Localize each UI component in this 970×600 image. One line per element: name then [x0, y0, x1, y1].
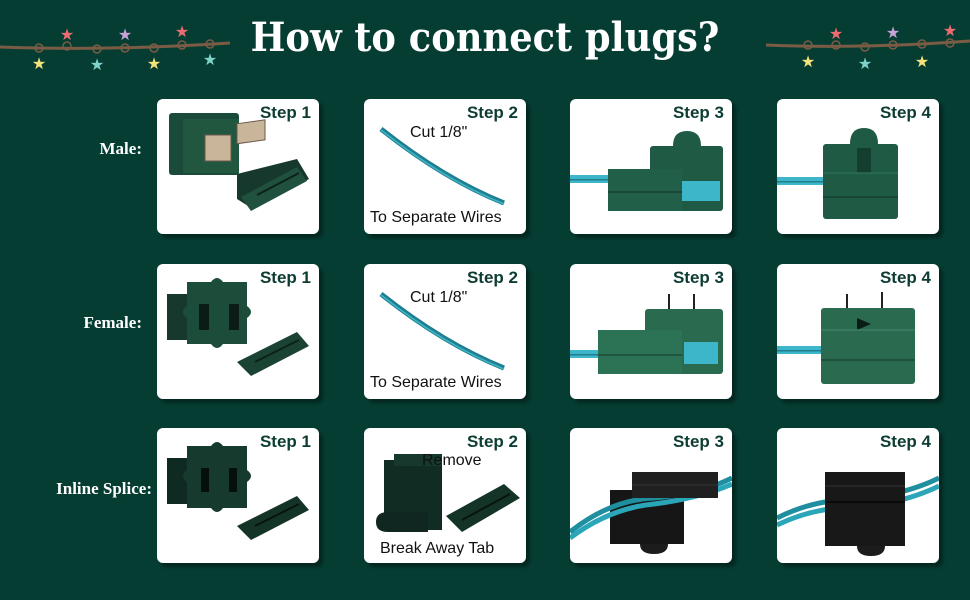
svg-text:★: ★ — [175, 24, 189, 41]
step-label: Step 4 — [879, 103, 931, 122]
male-step-2-card: Step 2 Cut 1/8" To Separate Wires — [364, 99, 526, 234]
svg-text:★: ★ — [943, 23, 957, 40]
string-lights-right-decoration: ★ ★ ★ ★ ★ ★ — [765, 23, 970, 73]
svg-text:★: ★ — [858, 56, 872, 73]
row-label-inline-splice: Inline Splice: — [56, 479, 152, 498]
step-label: Step 3 — [672, 268, 724, 287]
svg-text:★: ★ — [203, 52, 217, 69]
svg-text:★: ★ — [60, 27, 74, 44]
page-title: How to connect plugs? — [250, 14, 720, 61]
female-step-3-card: Step 3 — [570, 264, 732, 399]
male-plug-assembled-image — [777, 128, 898, 219]
step-label: Step 4 — [879, 268, 931, 287]
male-plug-and-cover-image — [169, 113, 309, 211]
row-label-female: Female: — [83, 313, 142, 332]
caption-separate-wires: To Separate Wires — [370, 374, 502, 391]
string-lights-left-decoration: ★ ★ ★ ★ ★ ★ ★ — [0, 24, 231, 74]
svg-text:★: ★ — [147, 56, 161, 73]
caption-cut: Cut 1/8" — [410, 289, 468, 306]
caption-cut: Cut 1/8" — [410, 124, 468, 141]
step-label: Step 1 — [259, 103, 311, 122]
splice-step-3-card: Step 3 — [570, 428, 732, 563]
svg-text:★: ★ — [915, 54, 929, 71]
splice-inserting-wire-image — [570, 472, 732, 554]
wire-cut-image — [379, 292, 505, 371]
step-label: Step 3 — [672, 432, 724, 451]
male-step-4-card: Step 4 — [777, 99, 939, 234]
caption-remove: Remove — [422, 452, 482, 469]
male-step-1-card: Step 1 — [157, 99, 319, 234]
female-plug-assembled-image — [777, 292, 915, 384]
svg-text:★: ★ — [90, 57, 104, 74]
svg-text:★: ★ — [886, 25, 900, 42]
caption-separate-wires: To Separate Wires — [370, 209, 502, 226]
step-label: Step 2 — [466, 103, 518, 122]
svg-text:★: ★ — [118, 27, 132, 44]
male-step-3-card: Step 3 — [570, 99, 732, 234]
row-label-male: Male: — [99, 139, 142, 158]
step-label: Step 1 — [259, 268, 311, 287]
step-label: Step 4 — [879, 432, 931, 451]
female-plug-and-cover-image — [167, 278, 309, 376]
splice-plug-and-cover-image — [167, 442, 309, 540]
svg-text:★: ★ — [32, 56, 46, 73]
splice-step-2-card: Step 2 Remove Break Away Tab — [364, 428, 526, 563]
splice-remove-tab-image — [376, 454, 520, 532]
female-plug-inserting-wire-image — [570, 294, 723, 374]
step-label: Step 1 — [259, 432, 311, 451]
wire-cut-image — [379, 127, 505, 206]
svg-text:★: ★ — [801, 54, 815, 71]
svg-text:★: ★ — [829, 26, 843, 43]
female-step-1-card: Step 1 — [157, 264, 319, 399]
step-label: Step 2 — [466, 268, 518, 287]
splice-step-4-card: Step 4 — [777, 428, 939, 563]
splice-step-1-card: Step 1 — [157, 428, 319, 563]
splice-assembled-image — [777, 472, 939, 556]
female-step-2-card: Step 2 Cut 1/8" To Separate Wires — [364, 264, 526, 399]
female-step-4-card: Step 4 — [777, 264, 939, 399]
male-plug-inserting-wire-image — [570, 131, 723, 211]
caption-break-away-tab: Break Away Tab — [380, 540, 495, 557]
step-label: Step 2 — [466, 432, 518, 451]
step-label: Step 3 — [672, 103, 724, 122]
